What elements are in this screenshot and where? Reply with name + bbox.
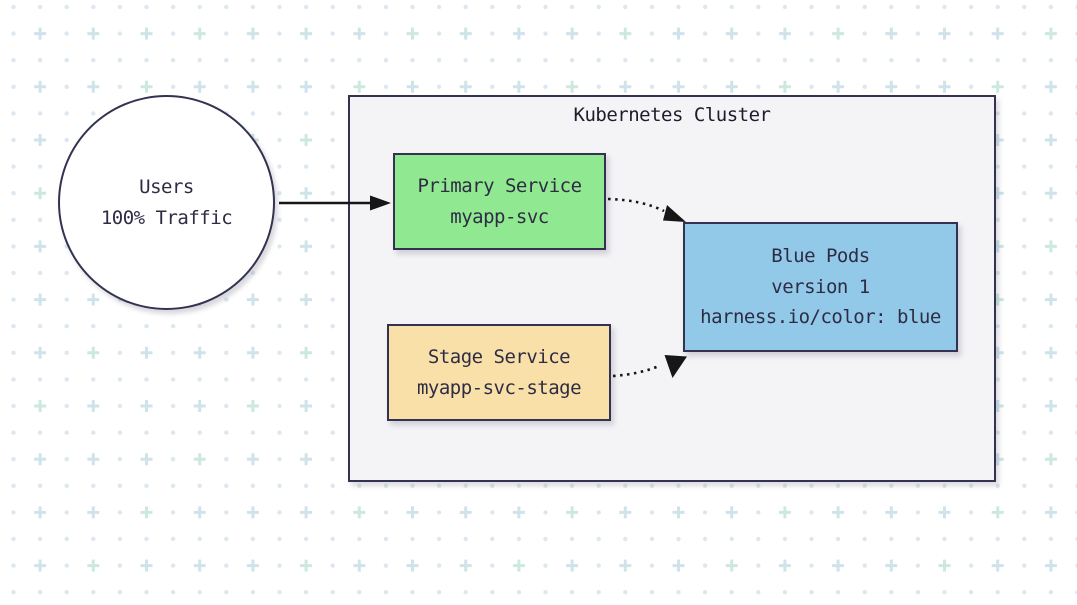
primary-service-label-line2: myapp-svc bbox=[450, 205, 549, 228]
blue-pods-label-line3: harness.io/color: blue bbox=[700, 306, 941, 329]
primary-service-node: Primary Service myapp-svc bbox=[393, 153, 606, 250]
users-label-line1: Users bbox=[139, 176, 194, 198]
users-node: Users 100% Traffic bbox=[58, 95, 275, 310]
blue-pods-label-line2: version 1 bbox=[771, 275, 870, 298]
cluster-title: Kubernetes Cluster bbox=[573, 104, 771, 126]
stage-service-label-line2: myapp-svc-stage bbox=[416, 376, 582, 399]
primary-service-label-line1: Primary Service bbox=[417, 175, 582, 197]
stage-service-label-line1: Stage Service bbox=[427, 346, 571, 368]
blue-pods-node: Blue Pods version 1 harness.io/color: bl… bbox=[683, 222, 958, 352]
users-label-line2: 100% Traffic bbox=[100, 206, 233, 229]
stage-service-node: Stage Service myapp-svc-stage bbox=[387, 324, 611, 421]
blue-pods-label-line1: Blue Pods bbox=[771, 245, 870, 268]
